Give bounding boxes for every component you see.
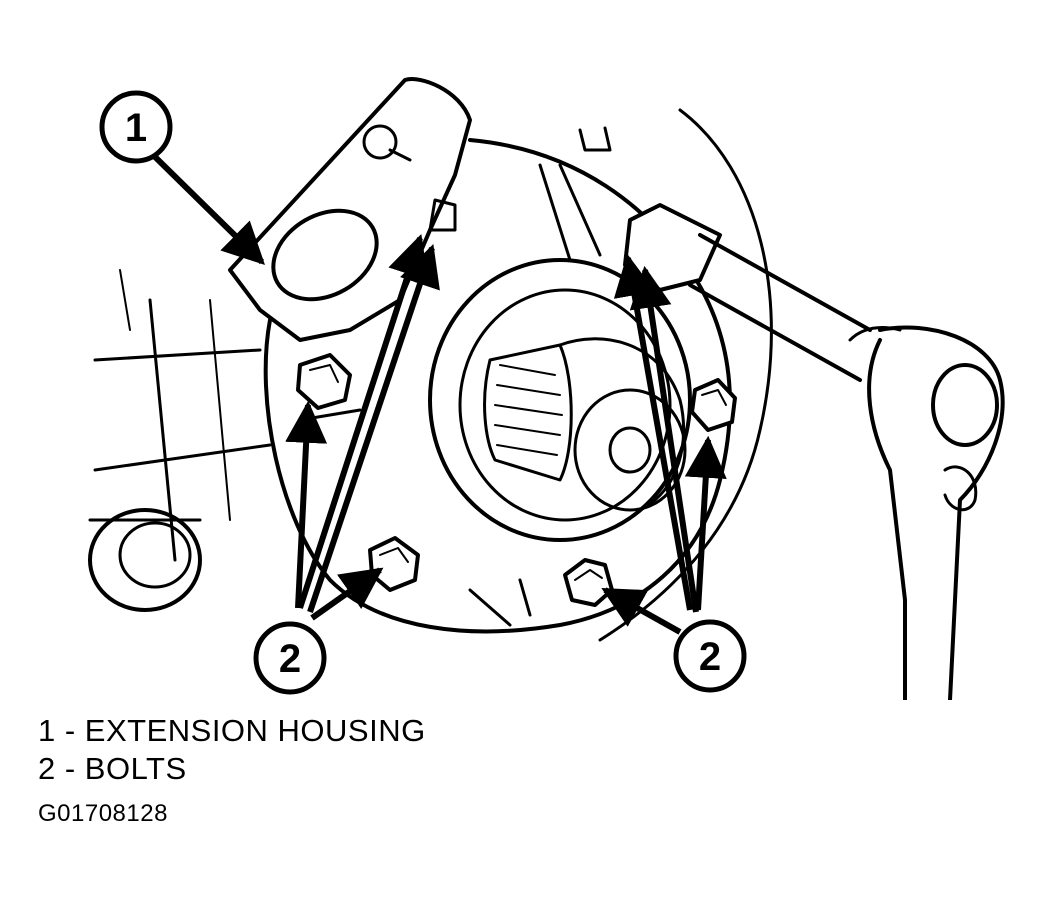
arrow-to-bolt-lower-right [601, 587, 682, 635]
arrow-to-wrench-left [613, 253, 693, 611]
callout-1: 1 [99, 90, 173, 164]
legend-item-bolts: 2 - BOLTS [38, 751, 187, 786]
bracket [228, 77, 472, 342]
casing-lines [119, 269, 231, 521]
arrow-to-bolt-lower-left [310, 567, 384, 621]
bolt-upper-left [296, 353, 352, 410]
locating-tab [578, 126, 612, 152]
callout-arrows [145, 147, 727, 635]
legend-item-extension-housing: 1 - EXTENSION HOUSING [38, 713, 426, 748]
callout-2-left-label: 2 [279, 637, 301, 681]
arrow-to-wrench-right [629, 265, 699, 613]
callout-2-right: 2 [673, 619, 747, 693]
callout-2-left: 2 [253, 621, 327, 695]
bolt-lower-left [368, 536, 420, 592]
figure-id: G01708128 [38, 800, 168, 827]
output-bore [428, 258, 692, 542]
socket-wrench [623, 203, 1005, 700]
left-boss [88, 508, 202, 612]
bolt-lower-right [563, 558, 614, 607]
legend: 1 - EXTENSION HOUSING 2 - BOLTS [38, 712, 426, 788]
bolt-right [690, 378, 737, 432]
arrow-to-bracket-left [297, 234, 429, 609]
arrow-to-bolt-right [684, 435, 727, 611]
callout-2-right-label: 2 [699, 635, 721, 679]
casing-outline-right [598, 108, 773, 642]
arrow-to-bracket [145, 147, 265, 265]
arrow-to-bracket-right [307, 244, 440, 613]
transmission-illustration [88, 77, 1005, 700]
arrow-to-bolt-upper-left [285, 400, 328, 609]
extension-housing-diagram: 1 2 2 [88, 77, 1005, 700]
callout-1-label: 1 [125, 106, 147, 150]
